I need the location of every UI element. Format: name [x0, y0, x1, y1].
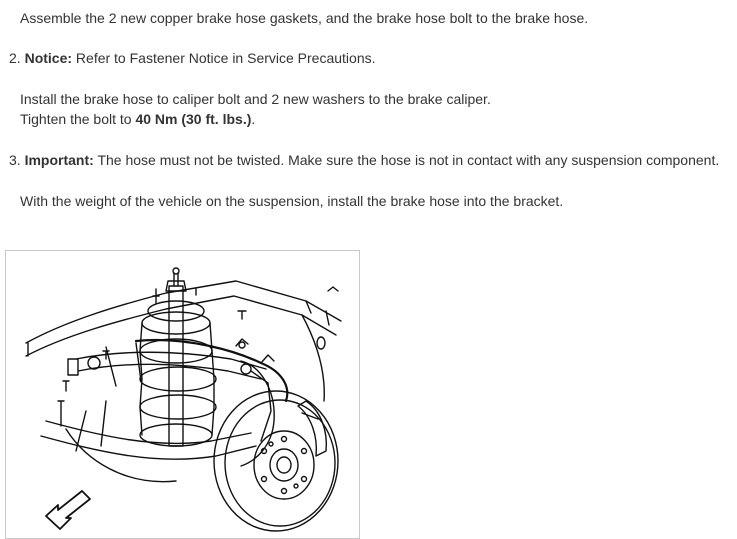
shock-absorber [168, 267, 184, 447]
step3-label: Important: [24, 152, 94, 168]
lower-control-arm [40, 400, 257, 483]
step2-label: Notice: [24, 50, 73, 66]
torque-suffix: . [251, 111, 256, 127]
torque-value: 40 Nm (30 ft. lbs.) [135, 111, 252, 127]
step2-instruction-2: Tighten the bolt to 40 Nm (30 ft. lbs.). [20, 110, 255, 128]
step3-important: 3. Important: The hose must not be twist… [9, 151, 719, 169]
step3-important-text: The hose must not be twisted. Make sure … [97, 152, 720, 168]
upper-control-arm [75, 342, 267, 387]
coil-spring [139, 280, 217, 447]
step3-instruction: With the weight of the vehicle on the su… [20, 193, 564, 209]
suspension-diagram [25, 267, 342, 532]
frame-rail [25, 280, 342, 402]
suspension-figure [5, 250, 360, 539]
step2-notice-text: Refer to Fastener Notice in Service Prec… [75, 50, 376, 66]
step2-number: 2. [9, 50, 21, 66]
step1-text: Assemble the 2 new copper brake hose gas… [20, 10, 589, 26]
brake-caliper [297, 400, 328, 457]
brake-hose [134, 338, 289, 403]
step2-instruction-1: Install the brake hose to caliper bolt a… [20, 91, 491, 107]
torque-prefix: Tighten the bolt to [20, 111, 132, 127]
brake-rotor [213, 390, 339, 532]
step2-notice: 2. Notice: Refer to Fastener Notice in S… [9, 49, 376, 67]
step3-number: 3. [9, 152, 21, 168]
fasteners [57, 295, 247, 427]
direction-arrow-icon [45, 490, 91, 530]
frame-detail [316, 286, 339, 350]
